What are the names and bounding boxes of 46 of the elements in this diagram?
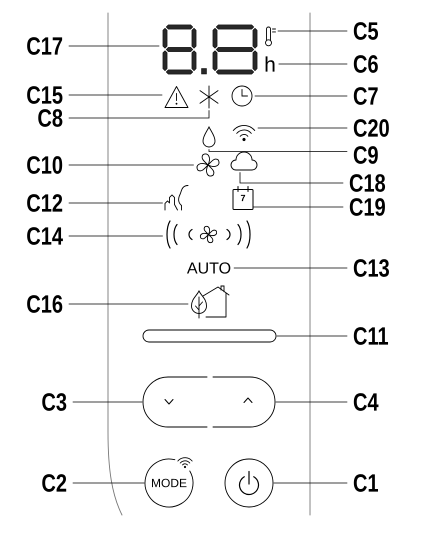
callout-number: C15 [27, 86, 62, 104]
leader-line [72, 482, 144, 484]
callout-number: C11 [354, 327, 388, 345]
thermometer-icon [265, 26, 276, 46]
indicator-bar [142, 330, 276, 342]
callout-number: C1 [354, 474, 378, 492]
leader-line [274, 482, 348, 484]
wifi-icon [232, 125, 256, 142]
leader-line [68, 94, 162, 96]
leader-line [68, 164, 194, 166]
callout-number: C8 [38, 109, 62, 127]
callout-number: C5 [354, 22, 378, 40]
leaf-house-icon [191, 286, 230, 318]
cloud-icon [230, 152, 258, 170]
unit-symbol: h [266, 56, 274, 72]
callout-number: C7 [354, 87, 378, 105]
clock-icon [232, 86, 252, 106]
callout-number: C12 [27, 194, 62, 212]
callout-number: C4 [354, 393, 378, 411]
callout-number: C10 [27, 156, 62, 174]
fan-waves-icon [166, 220, 251, 249]
callout-number: C18 [350, 174, 386, 192]
callout-number: C19 [350, 198, 385, 216]
callout-number: C13 [354, 259, 389, 277]
silhouette-icon [164, 185, 188, 210]
callout-number: C20 [354, 119, 389, 137]
leader-line [208, 149, 348, 152]
callout-number: C16 [27, 295, 62, 313]
mode-button: MODE [144, 458, 194, 508]
mode-text: AUTO [186, 262, 230, 274]
leader-line [240, 172, 344, 184]
leader-line [278, 30, 348, 32]
callout-number: C2 [42, 474, 66, 492]
drop-icon [202, 126, 216, 148]
callout-number: C14 [27, 227, 63, 245]
seven-segment-display [162, 24, 258, 74]
warning-icon [164, 86, 188, 108]
callout-number: C9 [354, 146, 378, 164]
fan-icon [196, 154, 220, 176]
leader-line [253, 206, 344, 208]
callout-number: C6 [354, 55, 378, 73]
callout-number: C3 [42, 393, 66, 411]
leader-line [68, 202, 163, 204]
leader-line [68, 110, 210, 118]
snowflake-icon [200, 86, 218, 108]
callout-number: C17 [27, 37, 62, 55]
